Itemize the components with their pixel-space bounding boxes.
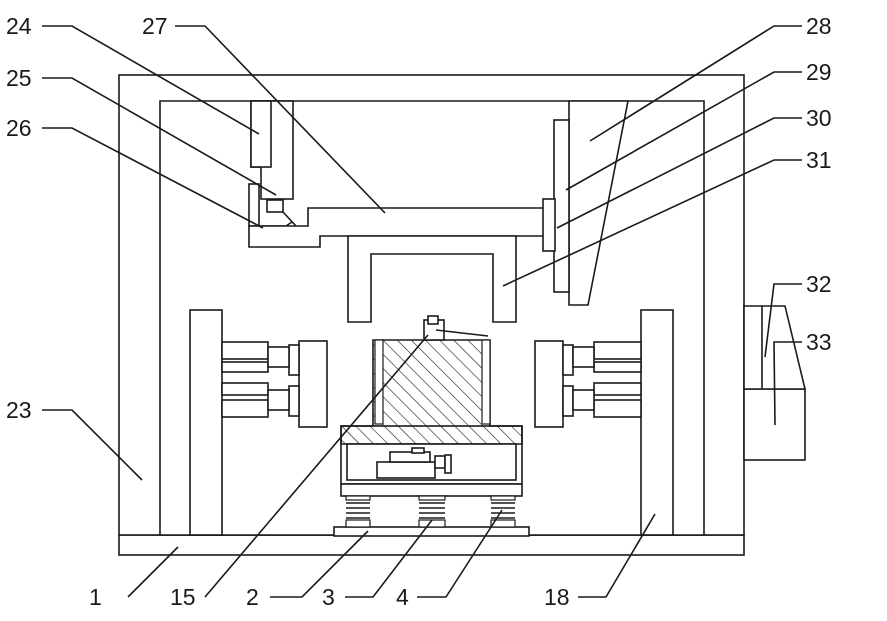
label-29: 29 <box>806 59 832 85</box>
label-15: 15 <box>170 584 196 610</box>
left-column <box>190 310 222 535</box>
label-24: 24 <box>6 13 32 39</box>
label-26: 26 <box>6 115 32 141</box>
base-plate <box>119 535 744 555</box>
right-column <box>641 310 673 535</box>
label-18: 18 <box>544 584 570 610</box>
label-30: 30 <box>806 105 832 131</box>
label-28: 28 <box>806 13 832 39</box>
label-25: 25 <box>6 65 32 91</box>
label-4: 4 <box>396 584 409 610</box>
label-33: 33 <box>806 329 832 355</box>
label-3: 3 <box>322 584 335 610</box>
label-1: 1 <box>89 584 102 610</box>
label-23: 23 <box>6 397 32 423</box>
label-32: 32 <box>806 271 832 297</box>
label-31: 31 <box>806 147 832 173</box>
label-2: 2 <box>246 584 259 610</box>
label-27: 27 <box>142 13 168 39</box>
